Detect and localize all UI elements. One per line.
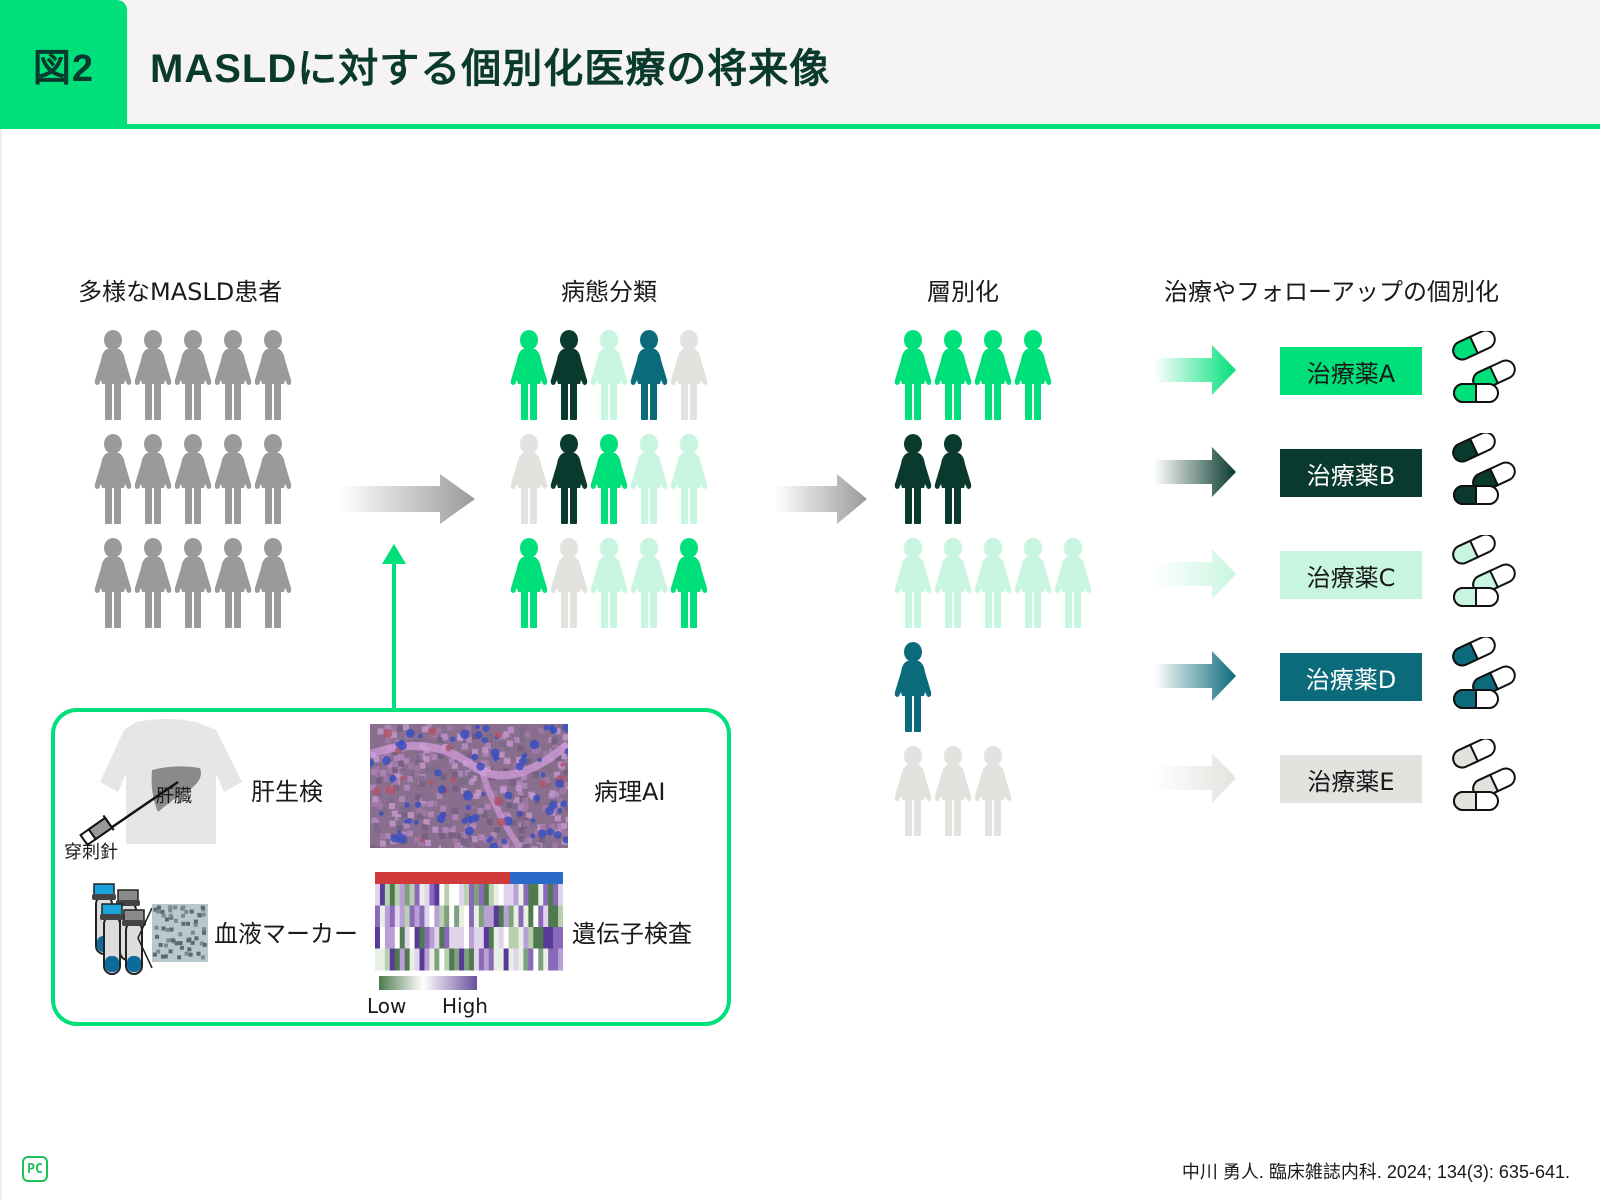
drug-label-box: 治療薬E: [1280, 755, 1422, 803]
treatment-arrow: [1154, 651, 1236, 701]
stratified-patient-icon: [934, 538, 972, 628]
drug-label: 治療薬D: [1305, 665, 1397, 694]
classified-patient-icon: [670, 538, 708, 628]
patient-figure-icon: [94, 538, 132, 628]
drug-label-box: 治療薬D: [1280, 653, 1422, 701]
patient-figure-icon: [174, 434, 212, 524]
drug-label-box: 治療薬C: [1280, 551, 1422, 599]
stratified-patient-icon: [934, 434, 972, 524]
classified-patient-icon: [550, 538, 588, 628]
classified-patient-icon: [590, 434, 628, 524]
stratified-patient-icon: [974, 746, 1012, 836]
patient-figure-icon: [134, 330, 172, 420]
patient-figure-icon: [214, 330, 252, 420]
column-label-patients: 多様なMASLD患者: [78, 278, 283, 306]
classified-patient-icon: [510, 330, 548, 420]
header-bar: [0, 0, 1600, 126]
stratified-patient-icon: [1054, 538, 1092, 628]
column-label-stratification: 層別化: [927, 278, 999, 306]
up-arrow-head: [382, 544, 406, 564]
arrow-to-classification: [340, 474, 475, 524]
classified-patient-icon: [590, 538, 628, 628]
stratified-patient-icon: [894, 642, 932, 732]
patient-figure-icon: [134, 434, 172, 524]
patient-figure-icon: [214, 538, 252, 628]
figure-number: 図2: [32, 48, 95, 90]
patient-figure-icon: [174, 538, 212, 628]
stratified-patient-icon: [934, 330, 972, 420]
scale-low-label: Low: [367, 994, 407, 1018]
drug-label: 治療薬C: [1306, 563, 1396, 592]
drug-label: 治療薬B: [1306, 461, 1396, 490]
blood-marker-label: 血液マーカー: [214, 920, 358, 948]
patient-figure-icon: [254, 330, 292, 420]
stratified-patient-icon: [1014, 330, 1052, 420]
figure-number-tab: 図2: [0, 0, 127, 129]
up-arrow-line: [392, 560, 396, 710]
drug-label-box: 治療薬B: [1280, 449, 1422, 497]
pathology-ai-label: 病理AI: [594, 778, 666, 806]
gene-expression-heatmap: [375, 872, 563, 971]
stratified-patient-icon: [894, 330, 932, 420]
blood-sample-image: [152, 904, 208, 962]
classified-patient-icon: [670, 434, 708, 524]
patient-figure-icon: [94, 330, 132, 420]
drug-label: 治療薬A: [1306, 359, 1396, 388]
patient-figure-icon: [254, 538, 292, 628]
treatment-arrow: [1154, 345, 1236, 395]
classified-patient-icon: [630, 434, 668, 524]
liver-biopsy-illustration: [79, 719, 242, 847]
heatmap-color-scale: [379, 976, 477, 990]
classified-patient-icon: [550, 330, 588, 420]
classified-patient-icon: [510, 538, 548, 628]
classified-patient-icon: [550, 434, 588, 524]
stratified-patient-icon: [974, 538, 1012, 628]
pill-capsules-icon: [1452, 433, 1516, 505]
pill-capsules-icon: [1452, 739, 1516, 811]
stratified-patient-icon: [1014, 538, 1052, 628]
citation: 中川 勇人. 臨床雑誌内科. 2024; 134(3): 635-641.: [1181, 1162, 1570, 1182]
patient-figure-icon: [214, 434, 252, 524]
stratified-patient-icon: [894, 746, 932, 836]
page-title: MASLDに対する個別化医療の将来像: [150, 47, 831, 91]
stratified-patient-icon: [894, 434, 932, 524]
classified-patient-icon: [630, 330, 668, 420]
pc-logo: PC: [22, 1156, 48, 1182]
blood-tubes-illustration: [92, 883, 153, 975]
arrow-to-stratification: [775, 474, 867, 524]
column-label-personalization: 治療やフォローアップの個別化: [1164, 278, 1500, 306]
genetic-test-label: 遺伝子検査: [572, 920, 692, 948]
scale-high-label: High: [442, 994, 488, 1018]
column-label-classification: 病態分類: [561, 278, 657, 306]
drug-label: 治療薬E: [1307, 767, 1395, 796]
pathology-image: [370, 724, 568, 848]
stratified-patient-icon: [974, 330, 1012, 420]
classified-patient-icon: [670, 330, 708, 420]
treatment-arrow: [1154, 549, 1236, 599]
stratified-patient-icon: [894, 538, 932, 628]
needle-label: 穿刺針: [64, 842, 118, 863]
treatment-arrow: [1154, 753, 1236, 803]
liver-label: 肝臓: [156, 786, 192, 807]
patient-figure-icon: [174, 330, 212, 420]
header-underline: [0, 124, 1600, 129]
patient-figure-icon: [94, 434, 132, 524]
classified-patient-icon: [630, 538, 668, 628]
syringe-icon: [79, 814, 115, 847]
patient-figure-icon: [134, 538, 172, 628]
stratified-patient-icon: [934, 746, 972, 836]
liver-shape: [151, 766, 201, 812]
pill-capsules-icon: [1452, 637, 1516, 709]
treatment-arrow: [1154, 447, 1236, 497]
pill-capsules-icon: [1452, 331, 1516, 403]
pill-capsules-icon: [1452, 535, 1516, 607]
blood-tube-icon: [122, 909, 146, 975]
drug-label-box: 治療薬A: [1280, 347, 1422, 395]
liver-biopsy-label: 肝生検: [251, 778, 323, 806]
patient-figure-icon: [254, 434, 292, 524]
classified-patient-icon: [590, 330, 628, 420]
blood-tube-icon: [100, 903, 124, 975]
page-edge: [0, 129, 2, 1200]
classified-patient-icon: [510, 434, 548, 524]
